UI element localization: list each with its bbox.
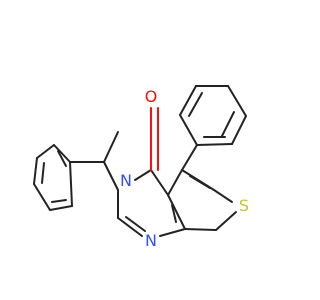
phenyl-right-bond	[227, 85, 247, 117]
phenyl-left-inner-bond	[41, 162, 45, 184]
phenyl-right-inner-bond	[221, 111, 235, 137]
thiophene-fused-bond	[167, 194, 186, 230]
methyl-bond	[103, 131, 119, 163]
thiophene-bond	[184, 228, 217, 231]
nitrogen-imine-atom-label: N	[145, 231, 157, 250]
thiophene-double-inner-bond	[189, 175, 211, 189]
pyrimidinone-double-inner-bond	[171, 204, 177, 223]
pyrimidinone-bond	[159, 228, 186, 237]
phenyl-left-bond	[69, 161, 73, 207]
phenyl-left-bond	[36, 144, 55, 159]
thiophene-c-s-bond	[213, 189, 233, 203]
pyrimidinone-double-bond	[117, 217, 143, 237]
molecule-structure-canvas: O N N S	[33, 85, 250, 250]
phenyl-left-inner-bond	[57, 150, 67, 167]
pyrimidinone-double-inner-bond	[125, 216, 146, 232]
nitrogen-ring-atom-label: N	[120, 171, 132, 190]
n-substituent-bond	[103, 161, 119, 191]
phenyl-left-bond	[53, 144, 71, 163]
bond-layer	[33, 85, 247, 237]
phenyl-left-inner-bond	[51, 199, 67, 203]
thiophene-fused-bond	[167, 169, 183, 196]
oxygen-atom-label: O	[145, 87, 158, 106]
atom-label-layer: O N N S	[120, 87, 249, 250]
phenyl-left-bond	[33, 183, 51, 211]
pyrimidinone-bond	[134, 169, 152, 181]
sulfur-atom-label: S	[239, 196, 249, 215]
thiophene-s-c-bond	[215, 211, 237, 231]
aryl-link-bond	[181, 144, 198, 171]
pyrimidinone-bond	[150, 169, 169, 196]
phenyl-right-bond	[196, 143, 233, 146]
phenyl-left-bond	[49, 205, 73, 211]
phenyl-right-bond	[179, 85, 197, 116]
phenyl-right-bond	[179, 114, 198, 146]
phenyl-left-bond	[33, 157, 38, 185]
phenyl-right-bond	[231, 115, 247, 145]
phenyl-right-inner-bond	[188, 92, 203, 117]
